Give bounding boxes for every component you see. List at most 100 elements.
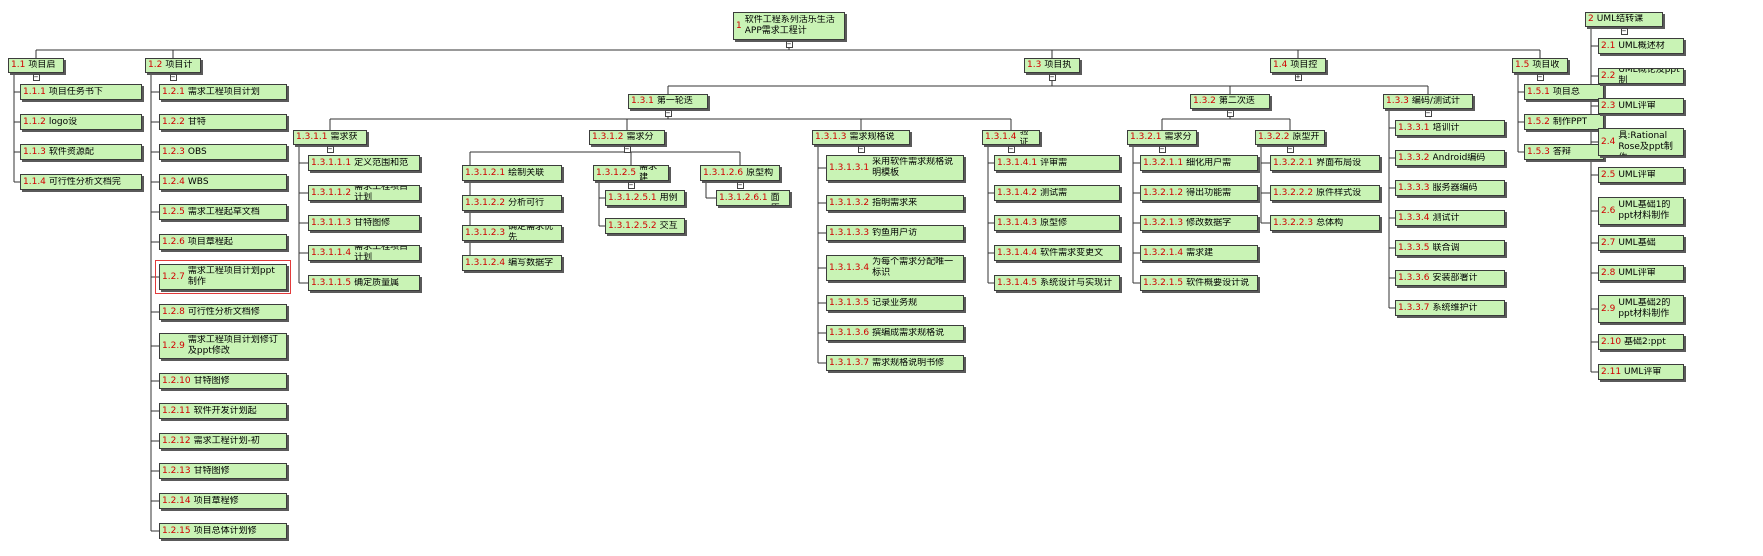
collapse-toggle[interactable]: − xyxy=(785,40,793,48)
collapse-toggle[interactable]: − xyxy=(857,145,865,153)
collapse-toggle[interactable]: − xyxy=(623,145,631,153)
collapse-toggle[interactable]: − xyxy=(326,145,334,153)
collapse-toggle[interactable]: − xyxy=(1286,145,1294,153)
collapse-toggle[interactable]: − xyxy=(1226,109,1234,117)
collapse-toggle[interactable]: − xyxy=(1424,109,1432,117)
collapse-toggle[interactable]: − xyxy=(1158,145,1166,153)
collapse-toggle[interactable]: − xyxy=(1620,27,1628,35)
collapse-toggle[interactable]: − xyxy=(169,73,177,81)
collapse-toggle[interactable]: − xyxy=(736,181,744,189)
collapse-toggle[interactable]: − xyxy=(1536,73,1544,81)
collapse-toggle[interactable]: − xyxy=(627,181,635,189)
expand-toggle[interactable]: + xyxy=(1294,73,1302,81)
wbs-node-2-4[interactable]: 2.4UML工具:Rational Rose及ppt制作 xyxy=(1598,128,1684,156)
collapse-toggle[interactable]: − xyxy=(1048,73,1056,81)
collapse-toggle[interactable]: − xyxy=(664,109,672,117)
collapse-toggle[interactable]: − xyxy=(32,73,40,81)
wbs-node-1-3-1-2-6-1[interactable]: 1.3.1.2.6.1界面原 xyxy=(716,190,790,206)
